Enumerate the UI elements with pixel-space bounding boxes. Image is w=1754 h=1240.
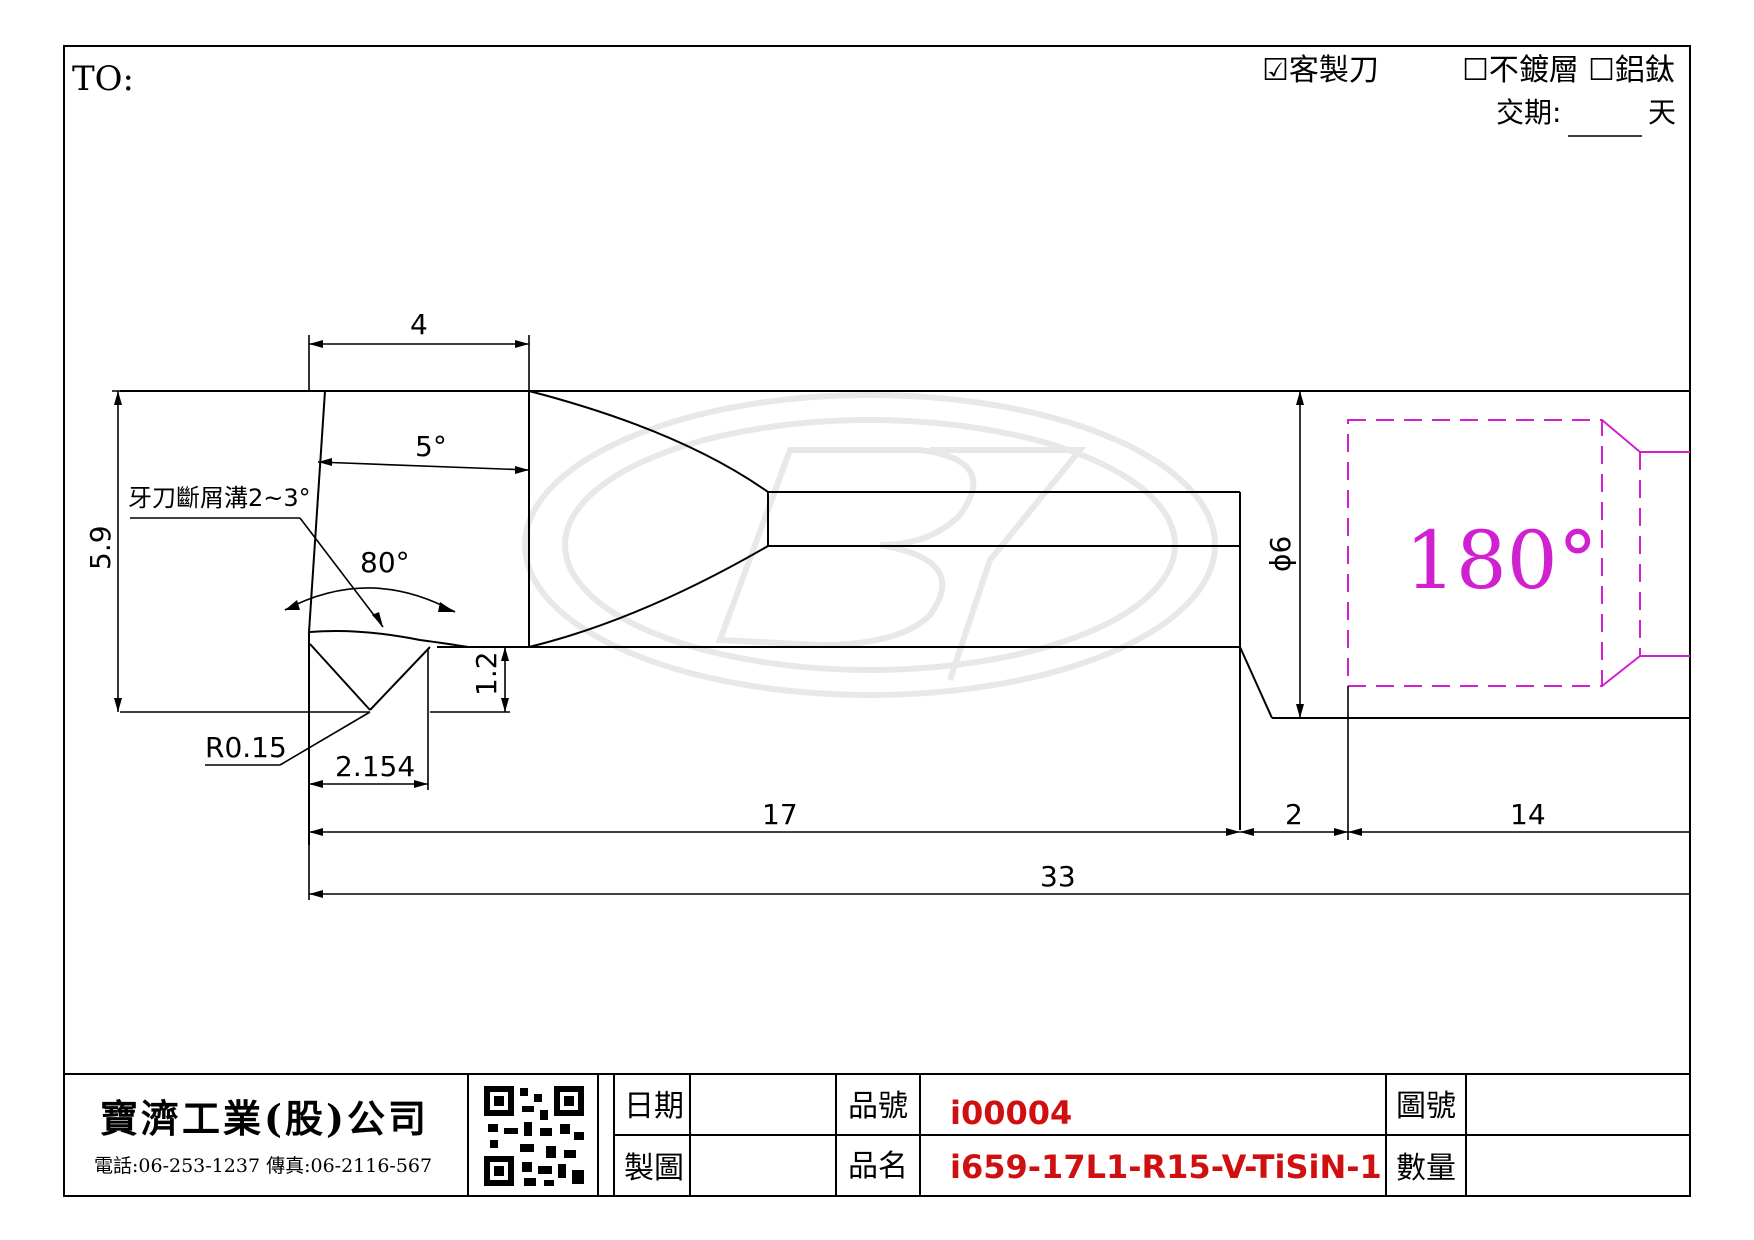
dim-2-154: 2.154 bbox=[335, 750, 415, 783]
dim-5-9: 5.9 bbox=[84, 525, 117, 570]
dim-17: 17 bbox=[762, 798, 798, 831]
part-name-value: i659-17L1-R15-V-TiSiN-1 bbox=[950, 1148, 1382, 1186]
part-no-value: i00004 bbox=[950, 1094, 1072, 1132]
to-label: TO: bbox=[72, 59, 134, 99]
company-contact: 電話:06-253-1237 傳真:06-2116-567 bbox=[94, 1155, 432, 1177]
altin-checkbox: ☐鋁鈦 bbox=[1588, 53, 1675, 88]
dim-2: 2 bbox=[1285, 798, 1303, 831]
dimension-lines bbox=[112, 335, 1690, 900]
qty-label: 數量 bbox=[1396, 1151, 1456, 1186]
custom-tool-checkbox: ☑客製刀 bbox=[1262, 53, 1379, 88]
sheet-border bbox=[63, 45, 1691, 1197]
lead-time-unit: 天 bbox=[1648, 96, 1676, 129]
dim-4: 4 bbox=[410, 308, 428, 341]
dim-33: 33 bbox=[1040, 860, 1076, 893]
dim-14: 14 bbox=[1510, 798, 1546, 831]
dim-r0-15: R0.15 bbox=[205, 731, 287, 764]
dim-phi6: ϕ6 bbox=[1264, 536, 1297, 572]
part-outline bbox=[120, 390, 1690, 845]
dim-1-2: 1.2 bbox=[470, 651, 503, 696]
drawing-no-label: 圖號 bbox=[1396, 1089, 1456, 1124]
company-name: 寶濟工業(股)公司 bbox=[100, 1096, 429, 1141]
qr-code bbox=[484, 1086, 584, 1186]
draw-label: 製圖 bbox=[624, 1151, 684, 1186]
no-coating-checkbox: ☐不鍍層 bbox=[1462, 53, 1579, 88]
date-label: 日期 bbox=[624, 1089, 684, 1124]
dim-80-deg: 80° bbox=[360, 546, 410, 579]
angle-180-label: 180° bbox=[1405, 514, 1598, 607]
part-name-label: 品名 bbox=[848, 1149, 908, 1184]
shank-detail-180: 180° bbox=[1347, 419, 1690, 687]
lead-time-label: 交期: bbox=[1496, 96, 1561, 129]
title-block bbox=[64, 1073, 1690, 1196]
dim-5-deg: 5° bbox=[415, 430, 447, 463]
groove-note: 牙刀斷屑溝2~3° bbox=[128, 484, 311, 512]
part-no-label: 品號 bbox=[848, 1089, 908, 1124]
